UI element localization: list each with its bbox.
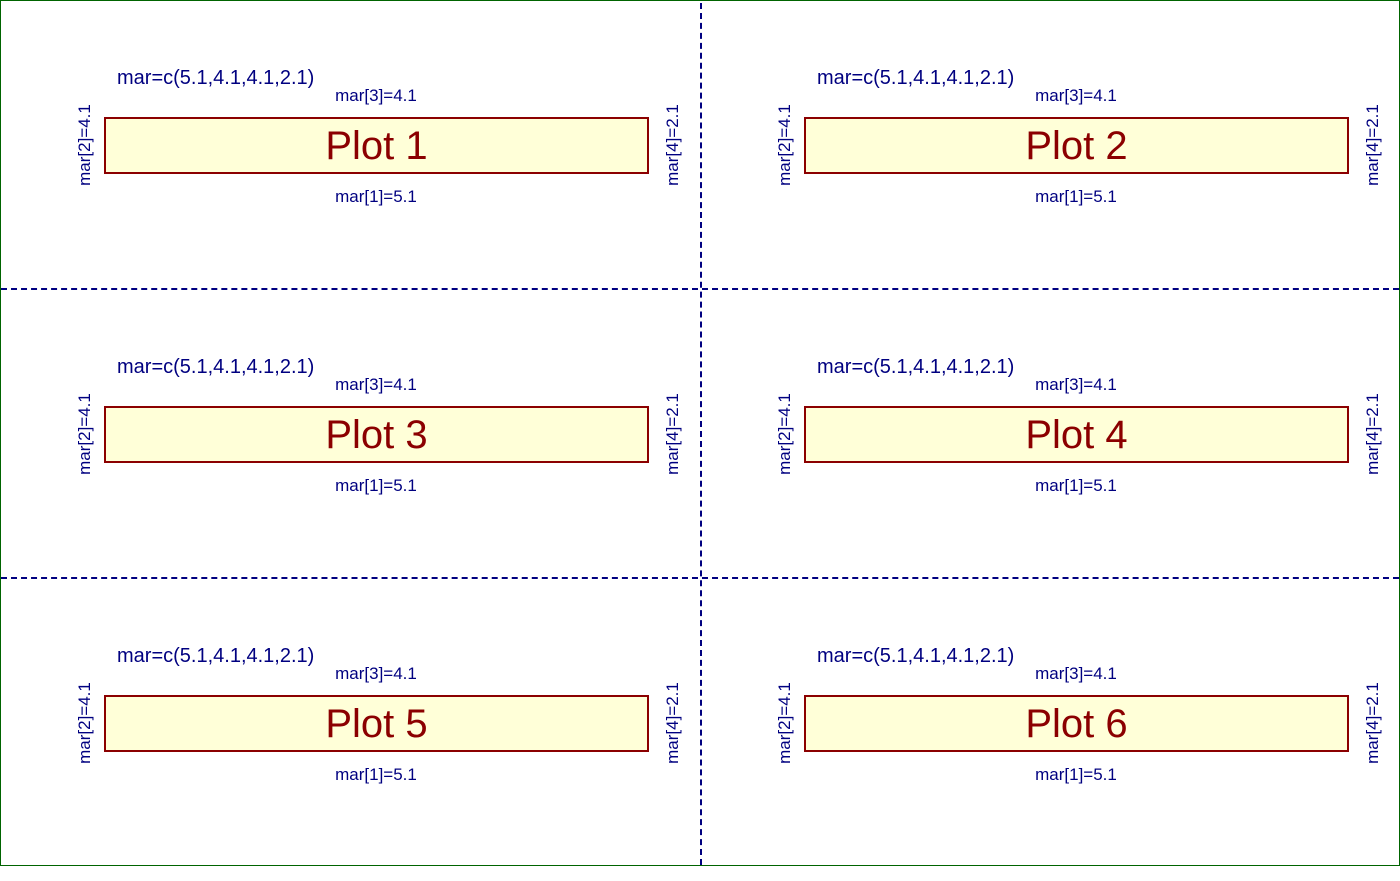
mar-3-label: mar[3]=4.1 xyxy=(335,86,417,105)
mar-1-label: mar[1]=5.1 xyxy=(1035,187,1117,206)
plot-region: Plot 5 xyxy=(104,695,649,752)
mar-1-label: mar[1]=5.1 xyxy=(335,765,417,784)
horizontal-divider-2 xyxy=(1,577,1399,579)
mar-3-label: mar[3]=4.1 xyxy=(1035,664,1117,683)
plot-region: Plot 1 xyxy=(104,117,649,174)
mar-3-label: mar[3]=4.1 xyxy=(1035,375,1117,394)
plot-title: Plot 4 xyxy=(1025,412,1128,457)
panel-plot-1: mar=c(5.1,4.1,4.1,2.1) mar[3]=4.1 mar[2]… xyxy=(1,14,701,303)
mar-4-label: mar[4]=2.1 xyxy=(663,393,682,475)
plot-title: Plot 1 xyxy=(325,123,428,168)
plot-region: Plot 6 xyxy=(804,695,1349,752)
mar-4-label: mar[4]=2.1 xyxy=(663,104,682,186)
plot-region: Plot 2 xyxy=(804,117,1349,174)
mar-vector-label: mar=c(5.1,4.1,4.1,2.1) xyxy=(117,645,315,667)
plot-title: Plot 5 xyxy=(325,701,428,746)
mar-vector-label: mar=c(5.1,4.1,4.1,2.1) xyxy=(117,67,315,89)
vertical-divider xyxy=(700,3,702,865)
panel-plot-4: mar=c(5.1,4.1,4.1,2.1) mar[3]=4.1 mar[2]… xyxy=(701,303,1400,592)
panel-plot-2: mar=c(5.1,4.1,4.1,2.1) mar[3]=4.1 mar[2]… xyxy=(701,14,1400,303)
mar-4-label: mar[4]=2.1 xyxy=(1363,104,1382,186)
plot-title: Plot 2 xyxy=(1025,123,1128,168)
horizontal-divider-1 xyxy=(1,288,1399,290)
mar-2-label: mar[2]=4.1 xyxy=(75,104,94,186)
mar-2-label: mar[2]=4.1 xyxy=(75,682,94,764)
panel-plot-6: mar=c(5.1,4.1,4.1,2.1) mar[3]=4.1 mar[2]… xyxy=(701,592,1400,881)
mar-2-label: mar[2]=4.1 xyxy=(775,682,794,764)
mar-1-label: mar[1]=5.1 xyxy=(1035,476,1117,495)
mar-vector-label: mar=c(5.1,4.1,4.1,2.1) xyxy=(817,67,1015,89)
mar-4-label: mar[4]=2.1 xyxy=(1363,682,1382,764)
mar-1-label: mar[1]=5.1 xyxy=(335,476,417,495)
plot-title: Plot 3 xyxy=(325,412,428,457)
panel-plot-5: mar=c(5.1,4.1,4.1,2.1) mar[3]=4.1 mar[2]… xyxy=(1,592,701,881)
mar-3-label: mar[3]=4.1 xyxy=(335,664,417,683)
mar-3-label: mar[3]=4.1 xyxy=(335,375,417,394)
panel-plot-3: mar=c(5.1,4.1,4.1,2.1) mar[3]=4.1 mar[2]… xyxy=(1,303,701,592)
plot-title: Plot 6 xyxy=(1025,701,1128,746)
mar-vector-label: mar=c(5.1,4.1,4.1,2.1) xyxy=(117,356,315,378)
mar-2-label: mar[2]=4.1 xyxy=(775,393,794,475)
mar-vector-label: mar=c(5.1,4.1,4.1,2.1) xyxy=(817,645,1015,667)
mar-1-label: mar[1]=5.1 xyxy=(335,187,417,206)
mar-4-label: mar[4]=2.1 xyxy=(663,682,682,764)
mar-3-label: mar[3]=4.1 xyxy=(1035,86,1117,105)
plot-region: Plot 3 xyxy=(104,406,649,463)
mar-4-label: mar[4]=2.1 xyxy=(1363,393,1382,475)
mar-2-label: mar[2]=4.1 xyxy=(775,104,794,186)
mar-1-label: mar[1]=5.1 xyxy=(1035,765,1117,784)
plot-region: Plot 4 xyxy=(804,406,1349,463)
mar-vector-label: mar=c(5.1,4.1,4.1,2.1) xyxy=(817,356,1015,378)
mar-2-label: mar[2]=4.1 xyxy=(75,393,94,475)
